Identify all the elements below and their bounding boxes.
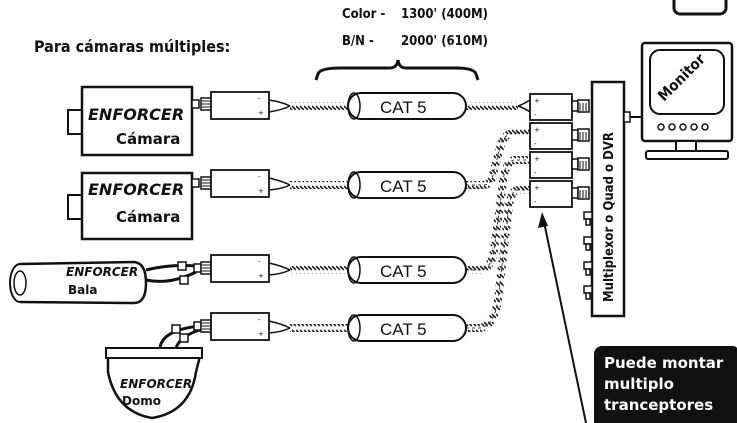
distance-brace bbox=[314, 59, 480, 81]
cat5-label-4: CAT 5 bbox=[380, 320, 427, 339]
cat5-label-2: CAT 5 bbox=[380, 177, 427, 196]
plus-label: + bbox=[258, 272, 264, 280]
camera-1-type: Cámara bbox=[116, 130, 180, 148]
minus-label: - bbox=[258, 258, 261, 266]
camera-2: ENFORCER Cámara bbox=[67, 171, 194, 241]
camera-bullet-type: Bala bbox=[68, 283, 97, 297]
cat5-label-1: CAT 5 bbox=[380, 98, 427, 117]
transceiver-cam-2: - + bbox=[210, 169, 270, 198]
cat5-cable-1: CAT 5 bbox=[347, 92, 467, 120]
minus-label: - bbox=[258, 173, 261, 181]
cat5-label-3: CAT 5 bbox=[380, 262, 427, 281]
transceiver-rx-3: + - bbox=[529, 151, 573, 179]
diagram-title: Para cámaras múltiples: bbox=[34, 37, 230, 56]
plus-label: + bbox=[258, 187, 264, 195]
minus-label: - bbox=[258, 95, 261, 103]
camera-1-brand: ENFORCER bbox=[88, 105, 184, 124]
minus-label: - bbox=[258, 316, 261, 324]
callout-line-1: Puede montar bbox=[604, 354, 724, 372]
plus-label: + bbox=[534, 184, 540, 192]
camera-1: ENFORCER Cámara bbox=[67, 85, 194, 157]
camera-2-type: Cámara bbox=[116, 208, 180, 226]
transceiver-rx-4: + - bbox=[529, 180, 573, 208]
transceiver-rx-2: + - bbox=[529, 122, 573, 150]
cat5-cable-2: CAT 5 bbox=[347, 171, 467, 199]
plus-label: + bbox=[534, 126, 540, 134]
plus-label: + bbox=[534, 155, 540, 163]
multiplexer-label: Multiplexor o Quad o DVR bbox=[602, 132, 617, 302]
mux-side-connectors bbox=[583, 211, 593, 300]
cat5-cable-3: CAT 5 bbox=[347, 256, 467, 284]
corner-box bbox=[672, 0, 728, 16]
spec-bw-value: 2000' (610M) bbox=[401, 34, 488, 49]
transceiver-cam-1: - + bbox=[210, 91, 270, 120]
camera-dome: ENFORCER Domo bbox=[105, 324, 203, 420]
transceiver-cam-4: - + bbox=[210, 312, 270, 341]
spec-color-value: 1300' (400M) bbox=[401, 7, 488, 22]
camera-bullet-brand: ENFORCER bbox=[66, 265, 138, 279]
camera-bullet: ENFORCER Bala bbox=[9, 260, 197, 305]
spec-color-label: Color - bbox=[342, 7, 385, 22]
minus-label: - bbox=[534, 111, 537, 119]
callout-box: Puede montar multiplo tranceptores bbox=[594, 346, 737, 423]
multiplexer: Multiplexor o Quad o DVR bbox=[590, 80, 631, 318]
plus-label: + bbox=[258, 109, 264, 117]
minus-label: - bbox=[534, 169, 537, 177]
minus-label: - bbox=[534, 198, 537, 206]
callout-line-3: tranceptores bbox=[604, 396, 713, 414]
cat5-cable-4: CAT 5 bbox=[347, 314, 467, 342]
plus-label: + bbox=[534, 97, 540, 105]
plus-label: + bbox=[258, 330, 264, 338]
camera-dome-brand: ENFORCER bbox=[120, 377, 192, 391]
camera-dome-type: Domo bbox=[122, 394, 161, 408]
camera-2-brand: ENFORCER bbox=[88, 180, 184, 199]
callout-arrow-line bbox=[543, 221, 587, 423]
spec-bw-label: B/N - bbox=[342, 34, 374, 49]
transceiver-rx-1: + - bbox=[529, 93, 573, 121]
callout-arrow-head bbox=[538, 212, 548, 228]
callout-line-2: multiplo bbox=[604, 375, 674, 393]
monitor: Monitor bbox=[640, 41, 734, 160]
minus-label: - bbox=[534, 140, 537, 148]
transceiver-cam-3: - + bbox=[210, 254, 270, 283]
